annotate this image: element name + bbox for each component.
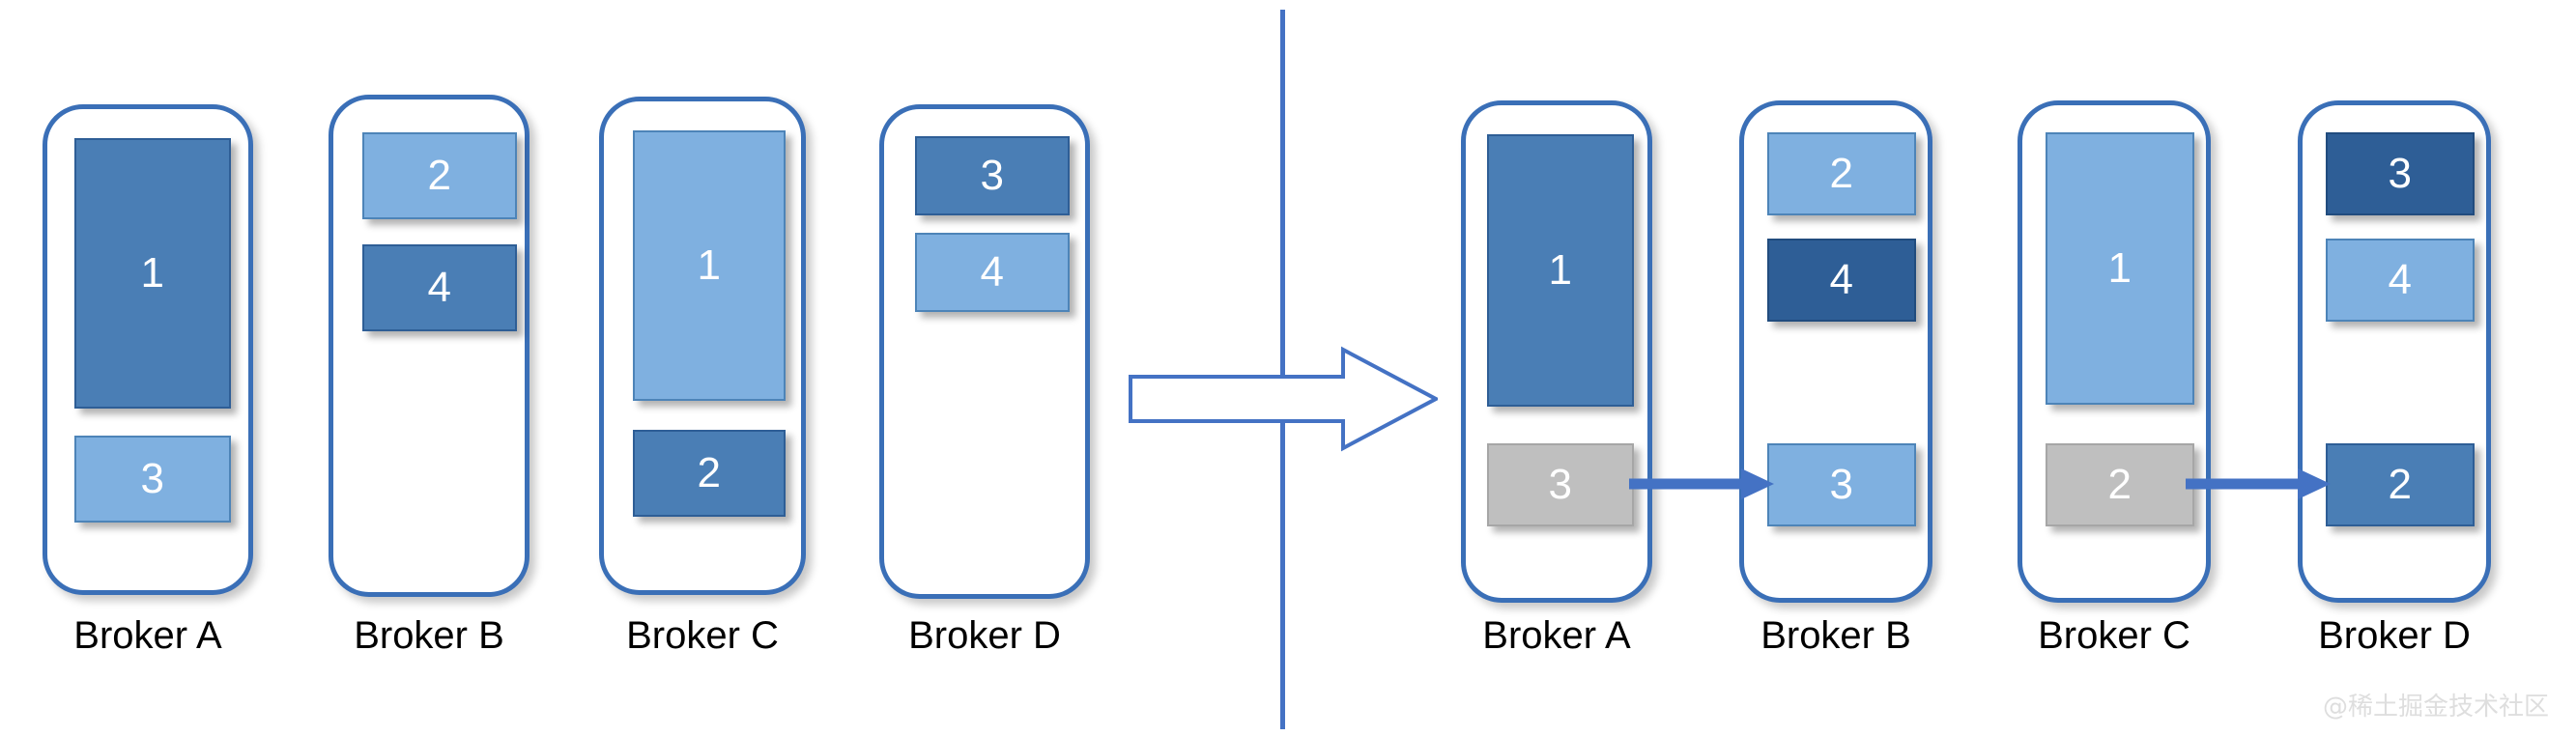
partition-block[interactable]: 1 (74, 138, 231, 409)
partition-block[interactable]: 2 (362, 132, 517, 219)
broker-label-left-broker-b: Broker B (354, 614, 504, 657)
broker-label-right-broker-b: Broker B (1760, 614, 1911, 657)
partition-block[interactable]: 3 (2326, 132, 2475, 215)
partition-block[interactable]: 1 (1487, 134, 1634, 407)
broker-container-right-broker-b[interactable]: 2 4 3 (1739, 100, 1932, 603)
broker-label-left-broker-d: Broker D (908, 614, 1061, 657)
partition-block[interactable]: 2 (633, 430, 786, 517)
partition-block[interactable]: 3 (1767, 443, 1916, 526)
partition-block[interactable]: 4 (2326, 239, 2475, 322)
partition-block[interactable]: 3 (1487, 443, 1634, 526)
partition-block[interactable]: 2 (2046, 443, 2194, 526)
partition-block[interactable]: 4 (362, 244, 517, 331)
broker-label-right-broker-d: Broker D (2318, 614, 2471, 657)
partition-block[interactable]: 1 (2046, 132, 2194, 405)
partition-block[interactable]: 2 (2326, 443, 2475, 526)
partition-block[interactable]: 3 (915, 136, 1070, 215)
arrow-a-to-b-icon (1629, 467, 1774, 506)
transition-arrow-icon (1129, 346, 1441, 457)
watermark: @稀土掘金技术社区 (2322, 693, 2549, 722)
broker-label-right-broker-c: Broker C (2038, 614, 2190, 657)
broker-label-left-broker-a: Broker A (73, 614, 222, 657)
partition-block[interactable]: 2 (1767, 132, 1916, 215)
partition-block[interactable]: 4 (1767, 239, 1916, 322)
vertical-divider (1280, 10, 1285, 729)
broker-container-right-broker-d[interactable]: 3 4 2 (2298, 100, 2491, 603)
broker-label-left-broker-c: Broker C (626, 614, 779, 657)
arrow-c-to-d-icon (2186, 467, 2331, 506)
partition-block[interactable]: 1 (633, 130, 786, 401)
partition-block[interactable]: 3 (74, 436, 231, 523)
partition-block[interactable]: 4 (915, 233, 1070, 312)
broker-label-right-broker-a: Broker A (1482, 614, 1631, 657)
